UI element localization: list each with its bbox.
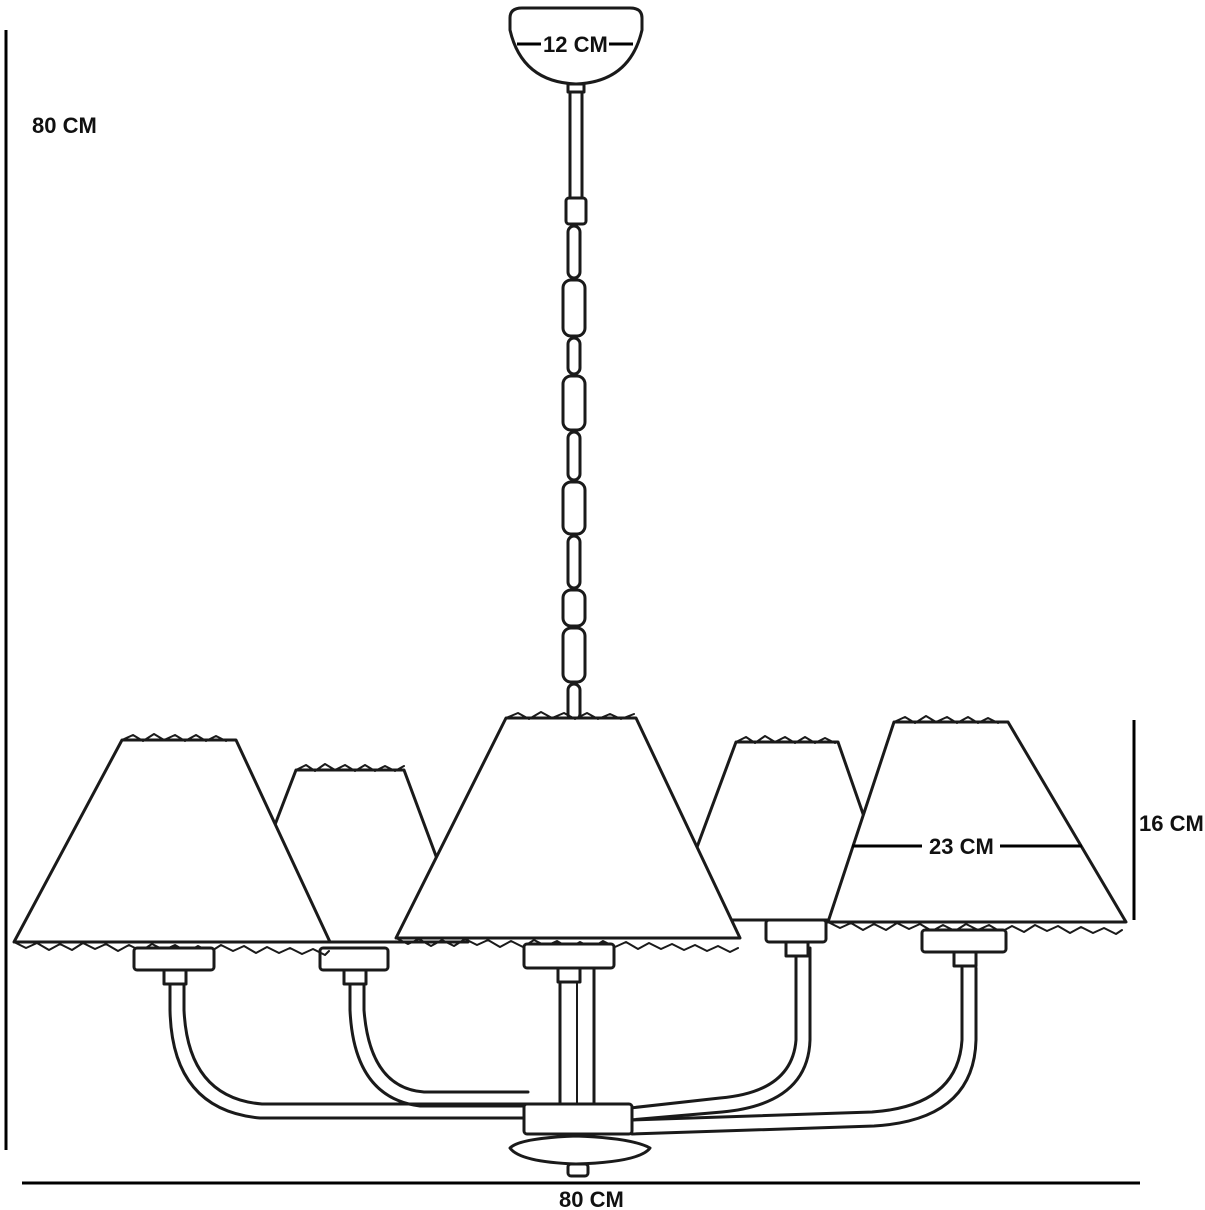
- height-dimension-label: 80 CM: [32, 113, 97, 138]
- shade-diameter-label: 23 CM: [929, 834, 994, 859]
- lamp-shade-left: [12, 733, 332, 986]
- chandelier-arms: [168, 946, 978, 1136]
- central-hub: [508, 1102, 652, 1178]
- lamp-shade-center: [394, 711, 742, 984]
- canopy-dimension-label: 12 CM: [543, 32, 608, 57]
- suspension-chain: [561, 224, 587, 722]
- ceiling-canopy: 12 CM: [508, 6, 644, 86]
- suspension-rod: [564, 82, 588, 226]
- lamp-shade-right: 23 CM: [826, 715, 1128, 968]
- width-dimension-label: 80 CM: [559, 1187, 624, 1210]
- shade-height-label: 16 CM: [1139, 811, 1204, 836]
